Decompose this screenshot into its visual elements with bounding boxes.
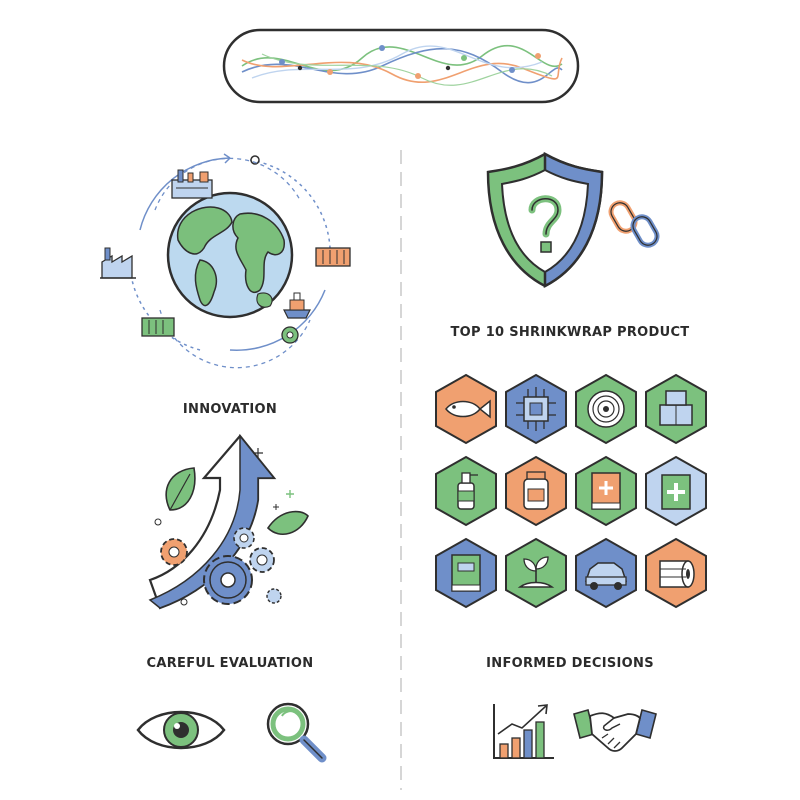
careful-evaluation-caption: CAREFUL EVALUATION (146, 656, 314, 671)
top-products-caption: TOP 10 SHRINKWRAP PRODUCT (450, 325, 690, 340)
seedling-icon (505, 538, 567, 608)
globe-illustration (100, 150, 360, 369)
medical-book-icon (575, 456, 637, 526)
jar-icon (505, 456, 567, 526)
magnifying-glass-icon (266, 702, 327, 763)
globe-supply-chain-icon (100, 153, 351, 369)
bottle-icon (435, 456, 497, 526)
microchip-icon (505, 374, 567, 444)
innovation-caption: INNOVATION (182, 402, 278, 417)
first-aid-icon (645, 456, 707, 526)
handshake-illustration (572, 704, 658, 758)
shield-question-icon (486, 151, 604, 289)
eye-illustration (136, 700, 226, 760)
coil-icon (575, 374, 637, 444)
handshake-icon (573, 709, 657, 752)
fish-icon (435, 374, 497, 444)
product-grid (432, 374, 712, 615)
shield-illustration (480, 150, 670, 290)
bar-chart-growth-icon (493, 704, 554, 759)
network-waves-icon (222, 28, 580, 104)
column-divider (400, 150, 402, 790)
product-hex-grid (435, 374, 707, 608)
network-banner (222, 28, 580, 104)
paper-roll-icon (645, 538, 707, 608)
boxes-icon (645, 374, 707, 444)
growth-arrow-gears-icon (148, 433, 309, 610)
bar-chart-illustration (490, 700, 556, 762)
book-icon (435, 538, 497, 608)
car-icon (575, 538, 637, 608)
growth-illustration (140, 430, 310, 620)
chain-link-icon (608, 200, 660, 248)
eye-icon (136, 710, 226, 750)
informed-decisions-caption: INFORMED DECISIONS (486, 656, 654, 671)
magnifier-illustration (262, 698, 328, 764)
